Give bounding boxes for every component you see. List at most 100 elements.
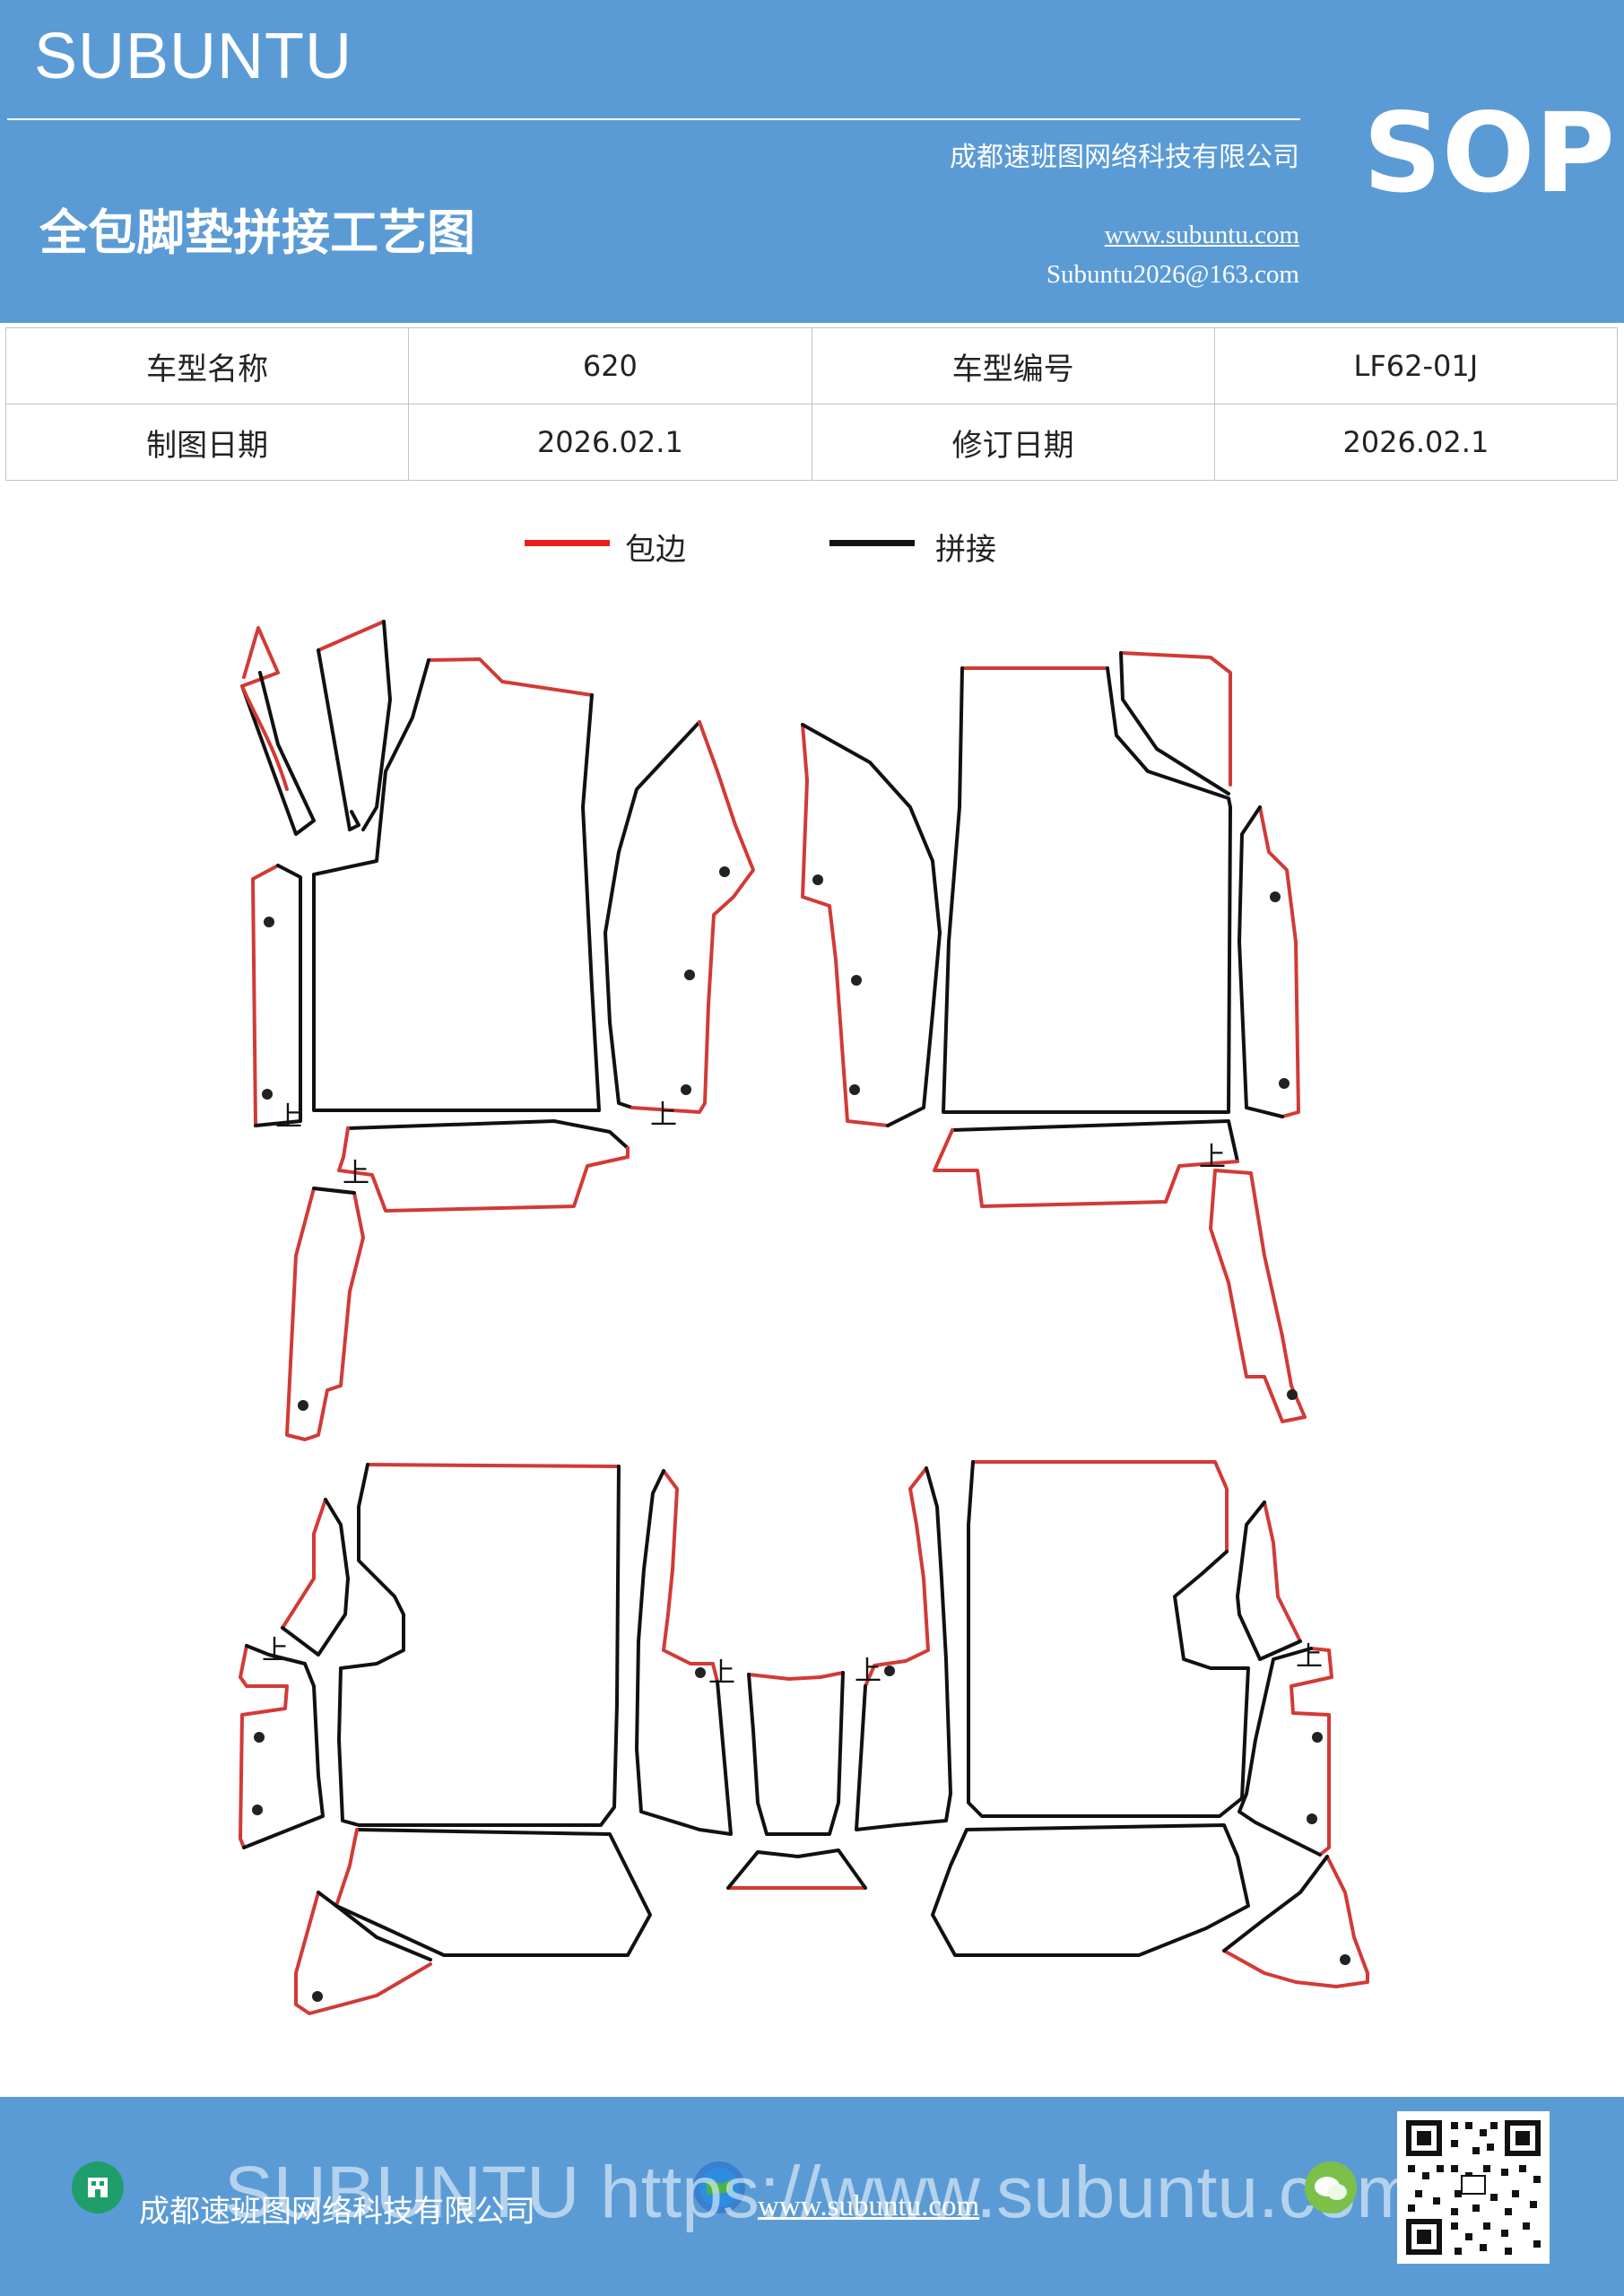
mat-piece <box>747 1671 845 1836</box>
building-icon <box>72 2161 124 2213</box>
mat-piece <box>951 1119 1239 1163</box>
drill-dot <box>849 1084 860 1095</box>
drill-dot <box>254 1732 265 1743</box>
mat-piece <box>285 1187 365 1441</box>
header-banner: SUBUNTU 全包脚垫拼接工艺图 成都速班图网络科技有限公司 www.subu… <box>0 0 1624 323</box>
up-mark: 上 <box>1199 1142 1226 1173</box>
mat-piece <box>1222 1855 1329 1952</box>
up-mark: 上 <box>1296 1641 1323 1673</box>
legend-edge-swatch <box>525 540 610 546</box>
up-mark: 上 <box>343 1158 369 1189</box>
drill-dot <box>312 1991 323 2002</box>
mat-piece <box>855 1466 952 1831</box>
mat-piece <box>1119 651 1230 796</box>
mat-piece <box>317 648 360 831</box>
mat-piece <box>801 723 890 1127</box>
drill-dot <box>681 1084 691 1095</box>
drill-dot <box>252 1805 263 1815</box>
model-code-label: 车型编号 <box>811 327 1215 404</box>
qr-code-icon <box>1397 2111 1550 2264</box>
drawing-date-value: 2026.02.1 <box>408 404 812 481</box>
mat-piece <box>864 1466 930 1688</box>
mat-piece <box>635 1469 733 1836</box>
mat-piece <box>1222 1855 1369 1988</box>
mat-piece <box>254 864 302 1127</box>
drill-dot <box>298 1400 308 1411</box>
mat-piece <box>967 1460 1250 1818</box>
revision-date-value: 2026.02.1 <box>1213 404 1619 481</box>
mat-piece <box>366 1463 621 1468</box>
header-divider <box>7 118 1300 120</box>
drill-dot <box>884 1665 895 1676</box>
mat-piece <box>801 723 942 1127</box>
mat-piece <box>726 1848 867 1890</box>
up-mark: 上 <box>708 1657 735 1689</box>
drill-dot <box>695 1667 706 1678</box>
drawing-date-label: 制图日期 <box>4 404 410 481</box>
mat-piece <box>317 1891 432 1961</box>
mat-piece <box>346 1119 630 1150</box>
mat-piece <box>1209 1169 1307 1423</box>
wechat-icon[interactable] <box>1305 2161 1357 2213</box>
legend-seam-swatch <box>829 540 915 546</box>
mat-piece <box>1290 1647 1333 1857</box>
drill-dot <box>1279 1078 1290 1089</box>
mat-piece <box>942 666 1232 1114</box>
mat-piece <box>971 1460 1229 1553</box>
mat-piece <box>427 657 594 697</box>
model-name-value: 620 <box>408 327 812 404</box>
mat-piece <box>662 1469 719 1683</box>
footer-banner: 成都速班图网络科技有限公司 www.subuntu.com SUBUNTU ht… <box>0 2097 1624 2296</box>
table-row: 车型名称 620 车型编号 LF62-01J <box>4 327 1619 404</box>
mat-piece <box>1263 1500 1302 1643</box>
email-address[interactable]: Subuntu2026@163.com <box>1046 260 1299 289</box>
mat-piece <box>281 1498 327 1630</box>
vehicle-info-table: 车型名称 620 车型编号 LF62-01J 制图日期 2026.02.1 修订… <box>4 327 1619 481</box>
document-title: 全包脚垫拼接工艺图 <box>39 204 475 261</box>
mat-piece <box>240 671 316 836</box>
mat-piece <box>317 620 386 652</box>
mat-piece <box>240 684 289 791</box>
drill-dot <box>1307 1813 1317 1824</box>
mat-piece <box>294 1891 432 2015</box>
brand-name: SUBUNTU <box>34 21 353 92</box>
mat-piece <box>933 1128 1239 1208</box>
drill-dot <box>264 917 274 927</box>
sop-badge: SOP <box>1363 90 1615 217</box>
drill-dot <box>262 1089 273 1100</box>
mat-piece <box>1238 1647 1322 1857</box>
legend-seam-label: 拼接 <box>935 532 996 568</box>
floor-mat-diagram: 上 上 上 上 上 上 上 上 <box>239 620 1369 2015</box>
drill-dot <box>851 975 862 986</box>
drill-dot <box>719 866 730 877</box>
up-mark: 上 <box>275 1101 302 1133</box>
legend: 包边 拼接 <box>0 520 1624 574</box>
footer-company-name: 成都速班图网络科技有限公司 <box>139 2194 535 2230</box>
globe-icon <box>693 2161 745 2213</box>
drill-dot <box>812 874 823 885</box>
mat-piece <box>312 1187 356 1195</box>
mat-piece <box>1238 805 1284 1118</box>
table-row: 制图日期 2026.02.1 修订日期 2026.02.1 <box>4 404 1619 481</box>
footer-website-link[interactable]: www.subuntu.com <box>758 2190 980 2222</box>
company-name: 成都速班图网络科技有限公司 <box>950 142 1299 173</box>
mat-piece <box>630 720 755 1114</box>
mat-piece <box>1119 651 1232 787</box>
mat-piece <box>1236 1500 1302 1661</box>
mat-piece <box>931 1823 1250 1957</box>
mat-piece <box>242 1644 325 1849</box>
mat-piece <box>1258 805 1300 1118</box>
website-link[interactable]: www.subuntu.com <box>1104 221 1299 249</box>
mat-piece <box>334 1828 652 1957</box>
mat-piece <box>337 1126 630 1213</box>
model-code-value: LF62-01J <box>1213 327 1619 404</box>
drill-dot <box>1340 1954 1350 1965</box>
model-name-label: 车型名称 <box>4 327 410 404</box>
mat-piece <box>312 658 601 1112</box>
watermark-text: SUBUNTU https://www.subuntu.com <box>224 2152 1418 2233</box>
mat-piece <box>334 1828 359 1908</box>
drill-dot <box>1287 1389 1298 1400</box>
mat-piece <box>747 1671 845 1681</box>
mat-piece <box>239 1644 289 1849</box>
revision-date-label: 修订日期 <box>811 404 1215 481</box>
